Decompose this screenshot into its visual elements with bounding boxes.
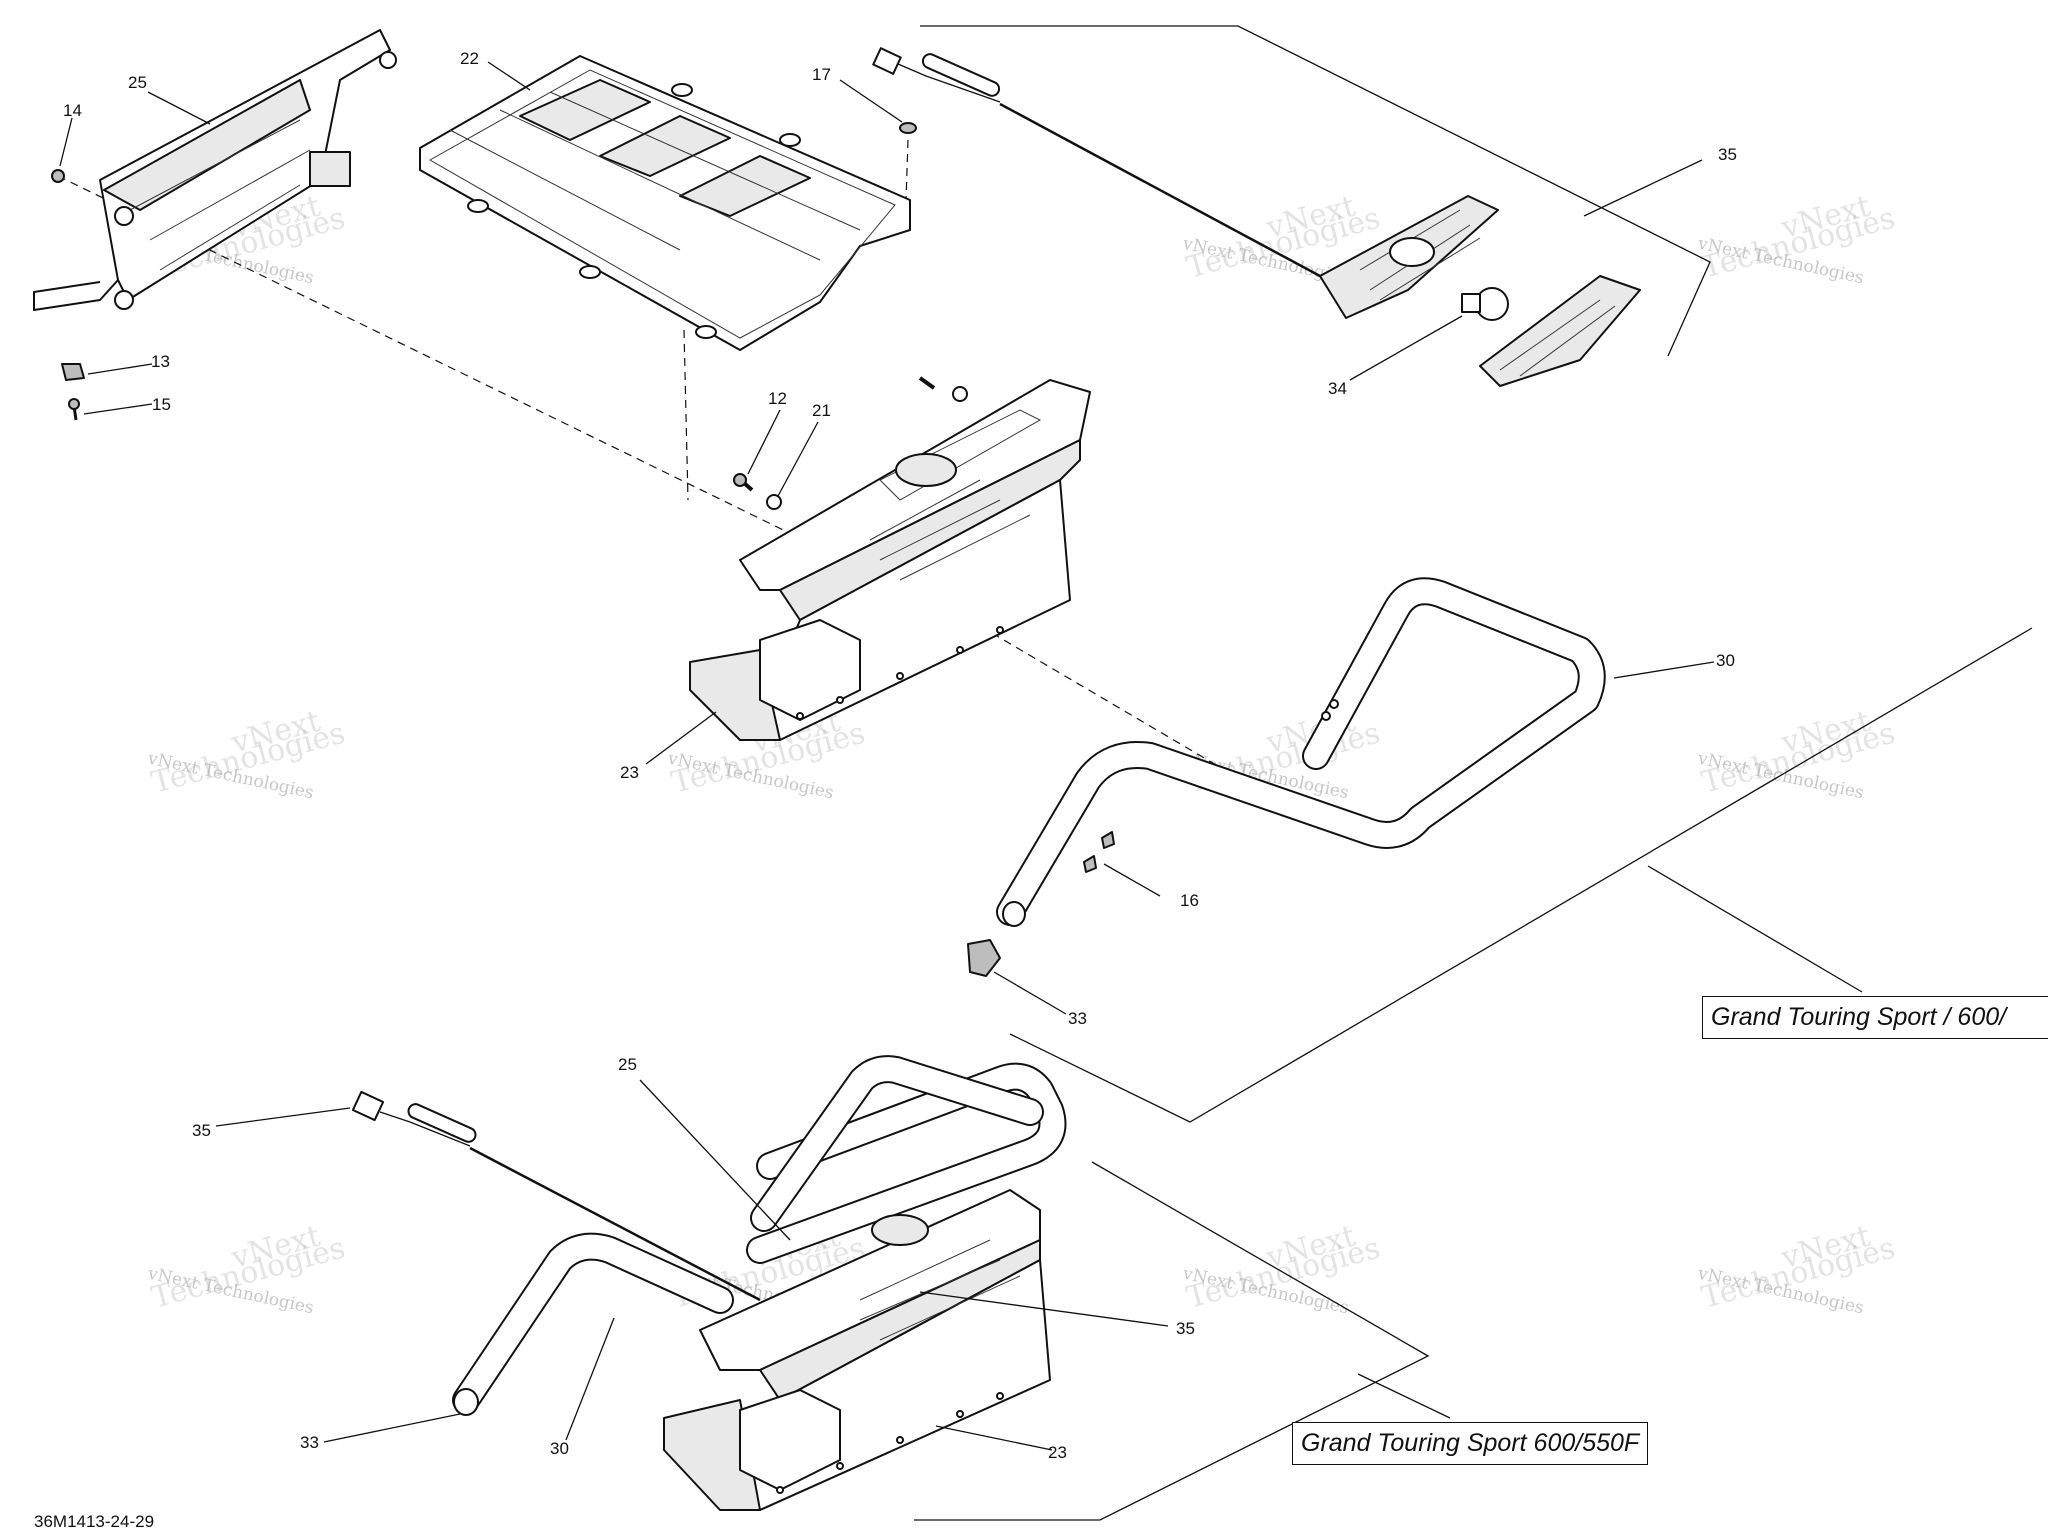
model-label-lower-text: Grand Touring Sport 600/550F	[1301, 1429, 1640, 1457]
model-label-lower: Grand Touring Sport 600/550F	[1292, 1422, 1649, 1465]
grab-handle-part-30-lower	[452, 1055, 1067, 1416]
callout-35: 35	[1718, 145, 1737, 164]
callout-25-lower: 25	[618, 1055, 637, 1074]
leader-lines	[59, 61, 1715, 1451]
screw-part-15	[68, 398, 80, 421]
tail-light-housing-part-35	[1319, 195, 1499, 319]
tunnel-assembly-part-23-upper	[689, 379, 1091, 741]
watermark: vNext vNext Technologies Technologies	[1180, 1219, 1384, 1319]
callouts: 25 14 13 15 22 17 35 34 12 21 23 30 16 3…	[63, 49, 1737, 1462]
watermark: vNext vNext Technologies Technologies	[145, 1219, 349, 1319]
bulb-part-34	[1461, 287, 1509, 321]
callout-13: 13	[151, 352, 170, 371]
callout-30-lower: 30	[550, 1439, 569, 1458]
callout-22: 22	[460, 49, 479, 68]
model-label-upper-text: Grand Touring Sport / 600/	[1711, 1003, 2007, 1031]
assembly-frame-upper	[920, 25, 2033, 1123]
callout-15: 15	[152, 395, 171, 414]
callout-14: 14	[63, 101, 82, 120]
screw-top	[918, 376, 936, 390]
harness-part-35-lower	[351, 1090, 761, 1302]
assembly-frame-lower	[914, 1161, 1451, 1521]
callout-12: 12	[768, 389, 787, 408]
end-cap-part-33-upper	[967, 939, 1001, 977]
model-label-upper: Grand Touring Sport / 600/	[1702, 996, 2048, 1039]
grab-handle-part-30-upper	[996, 577, 1606, 927]
bracket-part-25	[33, 29, 397, 311]
callout-33: 33	[1068, 1009, 1087, 1028]
screw-part-14	[51, 169, 65, 183]
callout-21: 21	[812, 401, 831, 420]
watermark: vNext vNext Technologies Technologies	[145, 704, 349, 804]
clip-nut-part-13	[61, 363, 85, 381]
screw-part-17	[899, 122, 917, 134]
callout-30: 30	[1716, 651, 1735, 670]
drawing-code: 36M1413-24-29	[34, 1512, 155, 1531]
callout-25: 25	[128, 73, 147, 92]
callout-35-lower-left: 35	[192, 1121, 211, 1140]
screw-part-12	[733, 473, 754, 492]
callout-33-lower: 33	[300, 1433, 319, 1452]
harness-part-35-upper	[872, 47, 1321, 278]
washer-part-21	[766, 386, 968, 510]
callout-16: 16	[1180, 891, 1199, 910]
watermark: vNext vNext Technologies Technologies	[1695, 1219, 1899, 1319]
callout-17: 17	[812, 65, 831, 84]
callout-23: 23	[620, 763, 639, 782]
watermark: vNext vNext Technologies Technologies	[1695, 704, 1899, 804]
panel-part-22	[419, 55, 911, 351]
tunnel-assembly-part-23-lower	[663, 1189, 1051, 1511]
watermark: vNext vNext Technologies Technologies	[1695, 189, 1899, 289]
tail-light-lens	[1479, 275, 1641, 387]
callout-35-lower-right: 35	[1176, 1319, 1195, 1338]
callout-34: 34	[1328, 379, 1347, 398]
screw-part-16	[1083, 831, 1115, 873]
callout-23-lower: 23	[1048, 1443, 1067, 1462]
